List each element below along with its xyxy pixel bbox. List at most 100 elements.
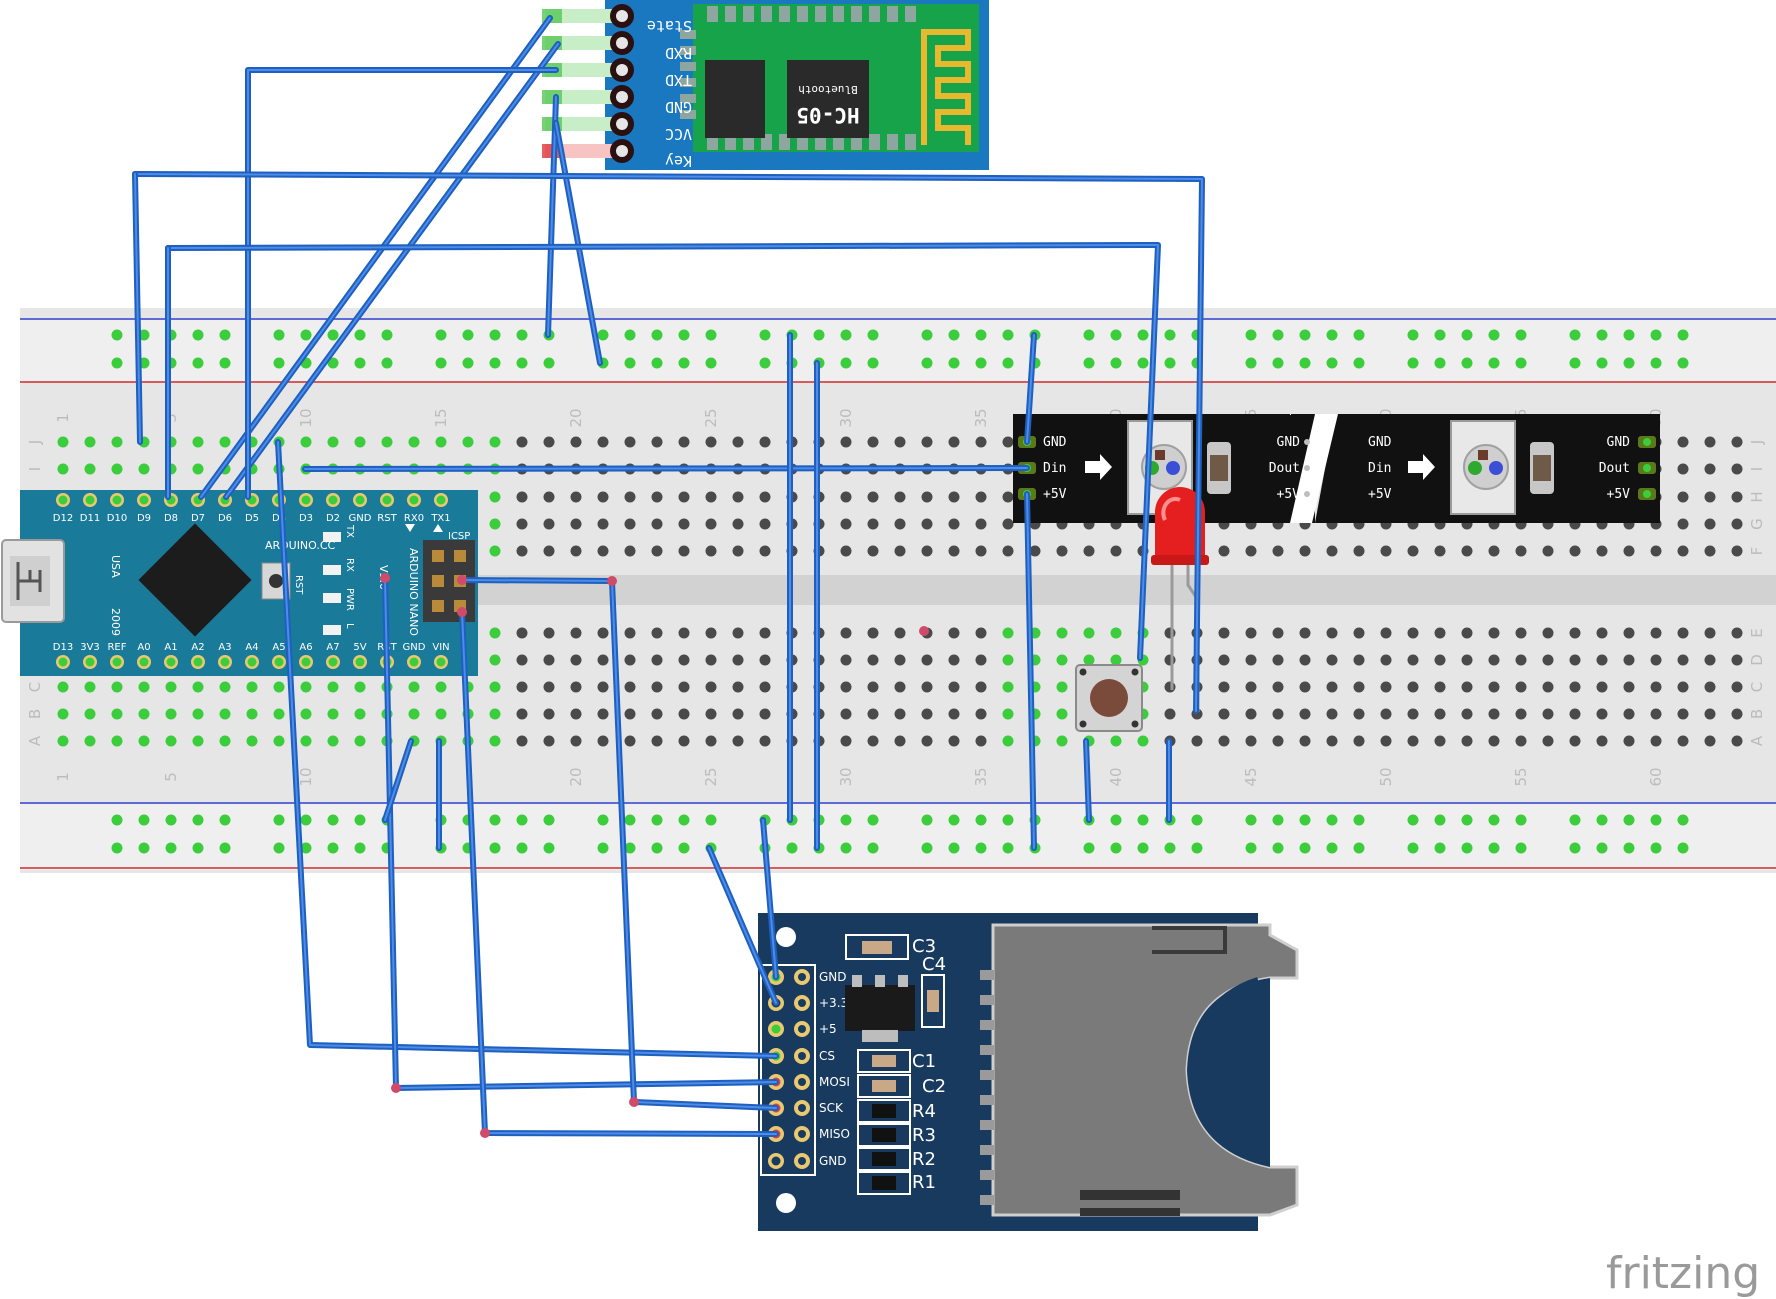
breadboard-hole[interactable] <box>1623 654 1635 666</box>
breadboard-hole[interactable] <box>1731 735 1743 747</box>
rail-hole[interactable] <box>759 329 771 341</box>
breadboard-hole[interactable] <box>1056 708 1068 720</box>
breadboard-hole[interactable] <box>759 654 771 666</box>
breadboard-hole[interactable] <box>624 627 636 639</box>
breadboard-hole[interactable] <box>435 708 447 720</box>
breadboard-hole[interactable] <box>84 463 96 475</box>
breadboard-hole[interactable] <box>1677 545 1689 557</box>
breadboard-hole[interactable] <box>1110 545 1122 557</box>
breadboard-hole[interactable] <box>1272 627 1284 639</box>
breadboard-hole[interactable] <box>1056 627 1068 639</box>
rail-hole[interactable] <box>1083 842 1095 854</box>
breadboard-hole[interactable] <box>921 654 933 666</box>
rail-hole[interactable] <box>111 329 123 341</box>
rail-hole[interactable] <box>651 814 663 826</box>
breadboard-hole[interactable] <box>273 708 285 720</box>
rail-hole[interactable] <box>1164 357 1176 369</box>
breadboard-hole[interactable] <box>111 735 123 747</box>
breadboard-hole[interactable] <box>84 708 96 720</box>
breadboard-hole[interactable] <box>1596 627 1608 639</box>
breadboard-hole[interactable] <box>624 681 636 693</box>
breadboard-hole[interactable] <box>894 681 906 693</box>
breadboard-hole[interactable] <box>759 735 771 747</box>
breadboard-hole[interactable] <box>1326 545 1338 557</box>
rail-hole[interactable] <box>1110 329 1122 341</box>
breadboard-hole[interactable] <box>1434 708 1446 720</box>
breadboard-hole[interactable] <box>570 491 582 503</box>
rail-hole[interactable] <box>840 329 852 341</box>
breadboard-hole[interactable] <box>570 627 582 639</box>
breadboard-hole[interactable] <box>624 708 636 720</box>
breadboard-hole[interactable] <box>1650 681 1662 693</box>
breadboard-hole[interactable] <box>192 436 204 448</box>
rail-hole[interactable] <box>543 357 555 369</box>
breadboard-hole[interactable] <box>246 735 258 747</box>
rail-hole[interactable] <box>1191 842 1203 854</box>
breadboard-hole[interactable] <box>1245 627 1257 639</box>
rail-hole[interactable] <box>948 329 960 341</box>
breadboard-hole[interactable] <box>516 436 528 448</box>
rail-hole[interactable] <box>921 329 933 341</box>
breadboard-hole[interactable] <box>759 491 771 503</box>
rail-hole[interactable] <box>1245 814 1257 826</box>
rail-hole[interactable] <box>1488 357 1500 369</box>
breadboard-hole[interactable] <box>732 708 744 720</box>
breadboard-hole[interactable] <box>1002 518 1014 530</box>
rail-hole[interactable] <box>1596 357 1608 369</box>
rail-hole[interactable] <box>975 814 987 826</box>
breadboard-hole[interactable] <box>219 436 231 448</box>
rail-hole[interactable] <box>597 842 609 854</box>
breadboard-hole[interactable] <box>1056 735 1068 747</box>
rail-hole[interactable] <box>1650 842 1662 854</box>
breadboard-hole[interactable] <box>1434 545 1446 557</box>
breadboard-hole[interactable] <box>489 735 501 747</box>
breadboard-hole[interactable] <box>1299 654 1311 666</box>
breadboard-hole[interactable] <box>570 735 582 747</box>
breadboard-hole[interactable] <box>894 436 906 448</box>
breadboard-hole[interactable] <box>732 491 744 503</box>
rail-hole[interactable] <box>921 814 933 826</box>
breadboard-hole[interactable] <box>1218 681 1230 693</box>
breadboard-hole[interactable] <box>1515 681 1527 693</box>
breadboard-hole[interactable] <box>1515 545 1527 557</box>
breadboard-hole[interactable] <box>867 708 879 720</box>
breadboard-hole[interactable] <box>84 436 96 448</box>
rail-hole[interactable] <box>1677 357 1689 369</box>
breadboard-hole[interactable] <box>219 681 231 693</box>
rail-hole[interactable] <box>651 329 663 341</box>
breadboard-hole[interactable] <box>543 708 555 720</box>
breadboard-hole[interactable] <box>948 654 960 666</box>
breadboard-hole[interactable] <box>138 735 150 747</box>
breadboard-hole[interactable] <box>1596 735 1608 747</box>
breadboard-hole[interactable] <box>597 735 609 747</box>
breadboard-hole[interactable] <box>1461 654 1473 666</box>
breadboard-hole[interactable] <box>1326 708 1338 720</box>
breadboard-hole[interactable] <box>1218 735 1230 747</box>
breadboard-hole[interactable] <box>1002 627 1014 639</box>
rail-hole[interactable] <box>624 814 636 826</box>
breadboard-hole[interactable] <box>354 681 366 693</box>
rail-hole[interactable] <box>1137 814 1149 826</box>
rail-hole[interactable] <box>651 842 663 854</box>
rail-hole[interactable] <box>1461 357 1473 369</box>
breadboard-hole[interactable] <box>1623 708 1635 720</box>
breadboard-hole[interactable] <box>1299 545 1311 557</box>
rail-hole[interactable] <box>1002 814 1014 826</box>
breadboard-hole[interactable] <box>867 518 879 530</box>
breadboard-hole[interactable] <box>1326 681 1338 693</box>
breadboard-hole[interactable] <box>678 518 690 530</box>
breadboard-hole[interactable] <box>408 708 420 720</box>
breadboard-hole[interactable] <box>1434 627 1446 639</box>
breadboard-hole[interactable] <box>1002 436 1014 448</box>
breadboard-hole[interactable] <box>1353 654 1365 666</box>
breadboard-hole[interactable] <box>1380 654 1392 666</box>
rail-hole[interactable] <box>516 814 528 826</box>
rail-hole[interactable] <box>1515 329 1527 341</box>
breadboard-hole[interactable] <box>705 436 717 448</box>
breadboard-hole[interactable] <box>1380 627 1392 639</box>
breadboard-hole[interactable] <box>1164 708 1176 720</box>
rail-hole[interactable] <box>975 329 987 341</box>
rail-hole[interactable] <box>1110 357 1122 369</box>
rail-hole[interactable] <box>111 357 123 369</box>
breadboard-hole[interactable] <box>1407 545 1419 557</box>
